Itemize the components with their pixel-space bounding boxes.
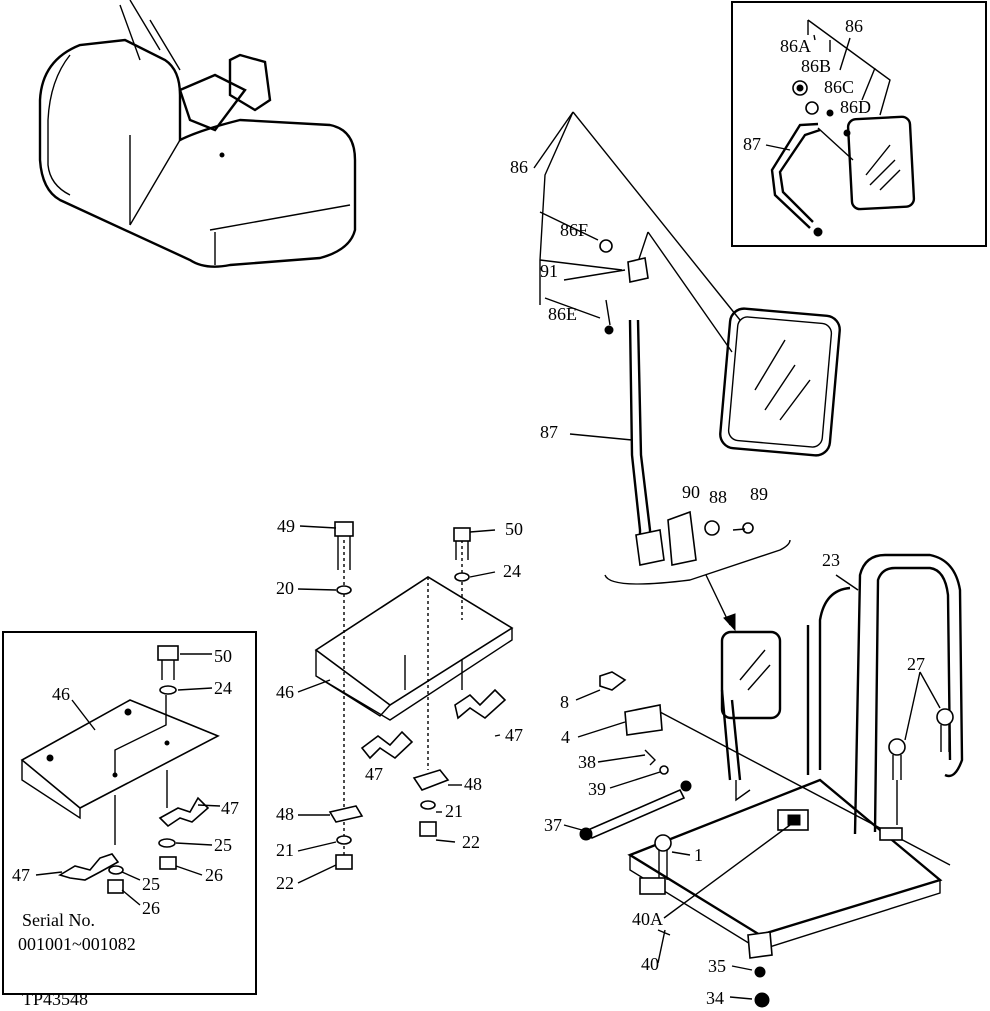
callout-46: 46 <box>52 684 70 704</box>
callout-49: 49 <box>277 516 295 536</box>
callout-50: 50 <box>505 519 523 539</box>
plate-assembly-illustration <box>314 521 514 870</box>
inset-mirror-detail <box>731 1 987 247</box>
machine-overview-illustration <box>38 0 357 268</box>
callout-40A: 40A <box>632 909 663 929</box>
serial-label: Serial No. <box>22 910 95 930</box>
callout-86: 86 <box>845 16 863 36</box>
mirror-assembly-illustration <box>539 111 841 632</box>
callout-86B: 86B <box>801 56 831 76</box>
callout-38: 38 <box>578 752 596 772</box>
callout-86: 86 <box>510 157 528 177</box>
callout-4: 4 <box>561 727 570 747</box>
inset-serial-variant <box>2 631 257 995</box>
callout-47: 47 <box>12 865 30 885</box>
callout-48: 48 <box>276 804 294 824</box>
callout-22: 22 <box>462 832 480 852</box>
callout-86A: 86A <box>780 36 811 56</box>
callout-25: 25 <box>142 874 160 894</box>
callout-86E: 86E <box>548 304 577 324</box>
callout-86C: 86C <box>824 77 854 97</box>
leader-lines <box>35 34 941 1000</box>
callout-8: 8 <box>560 692 569 712</box>
callout-26: 26 <box>142 898 160 918</box>
callout-21: 21 <box>445 801 463 821</box>
callout-37: 37 <box>544 815 562 835</box>
callout-24: 24 <box>214 678 232 698</box>
diagram-id: TP43548 <box>22 989 88 1009</box>
callout-34: 34 <box>706 988 724 1008</box>
callout-47: 47 <box>221 798 239 818</box>
floor-assembly-illustration <box>579 553 964 1008</box>
callout-86D: 86D <box>840 97 871 117</box>
serial-range: 001001~001082 <box>18 934 136 954</box>
callout-1: 1 <box>694 845 703 865</box>
callout-50: 50 <box>214 646 232 666</box>
callout-90: 90 <box>682 482 700 502</box>
callout-25: 25 <box>214 835 232 855</box>
callout-27: 27 <box>907 654 925 674</box>
callout-26: 26 <box>205 865 223 885</box>
callout-39: 39 <box>588 779 606 799</box>
callout-21: 21 <box>276 840 294 860</box>
callout-40: 40 <box>641 954 659 974</box>
callout-88: 88 <box>709 487 727 507</box>
callout-91: 91 <box>540 261 558 281</box>
callout-24: 24 <box>503 561 521 581</box>
callout-23: 23 <box>822 550 840 570</box>
callout-20: 20 <box>276 578 294 598</box>
callout-46: 46 <box>276 682 294 702</box>
callout-89: 89 <box>750 484 768 504</box>
callout-22: 22 <box>276 873 294 893</box>
callout-47: 47 <box>365 764 383 784</box>
callout-48: 48 <box>464 774 482 794</box>
callout-87: 87 <box>540 422 558 442</box>
callout-35: 35 <box>708 956 726 976</box>
callout-47: 47 <box>505 725 523 745</box>
callout-86F: 86F <box>560 220 588 240</box>
callout-87: 87 <box>743 134 761 154</box>
